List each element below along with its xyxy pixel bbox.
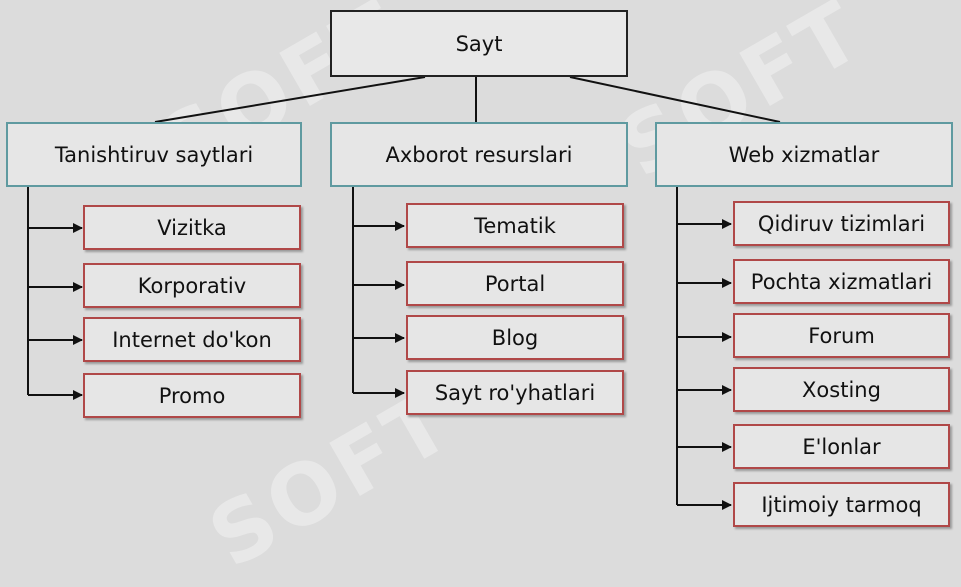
category-label: Tanishtiruv saytlari [54, 142, 254, 167]
item-label: Forum [808, 323, 875, 348]
item-node: Ijtimoiy tarmoq [733, 482, 950, 527]
category-label: Axborot resurslari [385, 142, 573, 167]
item-label: Internet do'kon [112, 327, 272, 352]
item-label: Korporativ [137, 273, 247, 298]
item-node: Vizitka [83, 205, 301, 250]
root-node: Sayt [330, 10, 628, 77]
item-node: Portal [406, 261, 624, 306]
item-label: Vizitka [157, 215, 227, 240]
item-label: E'lonlar [802, 434, 881, 459]
item-label: Sayt ro'yhatlari [434, 380, 596, 405]
category-node-tanishtiruv: Tanishtiruv saytlari [6, 122, 302, 187]
item-label: Xosting [802, 377, 881, 402]
item-label: Pochta xizmatlari [750, 269, 933, 294]
item-label: Ijtimoiy tarmoq [761, 492, 922, 517]
item-label: Promo [158, 383, 226, 408]
edge-root-cat-0 [154, 76, 426, 123]
category-node-axborot: Axborot resurslari [330, 122, 628, 187]
item-node: Internet do'kon [83, 317, 301, 362]
item-node: Blog [406, 315, 624, 360]
category-node-web: Web xizmatlar [655, 122, 953, 187]
item-node: Sayt ro'yhatlari [406, 370, 624, 415]
item-label: Tematik [474, 213, 556, 238]
item-node: Qidiruv tizimlari [733, 201, 950, 246]
item-node: Tematik [406, 203, 624, 248]
root-node-label: Sayt [455, 31, 503, 56]
item-label: Qidiruv tizimlari [757, 211, 926, 236]
item-node: Xosting [733, 367, 950, 412]
category-label: Web xizmatlar [728, 142, 880, 167]
item-node: E'lonlar [733, 424, 950, 469]
item-node: Pochta xizmatlari [733, 259, 950, 304]
item-node: Promo [83, 373, 301, 418]
edge-root-cat-2 [569, 76, 781, 123]
item-node: Korporativ [83, 263, 301, 308]
connector-lines [27, 76, 781, 510]
item-label: Blog [491, 325, 539, 350]
item-node: Forum [733, 313, 950, 358]
item-label: Portal [484, 271, 546, 296]
